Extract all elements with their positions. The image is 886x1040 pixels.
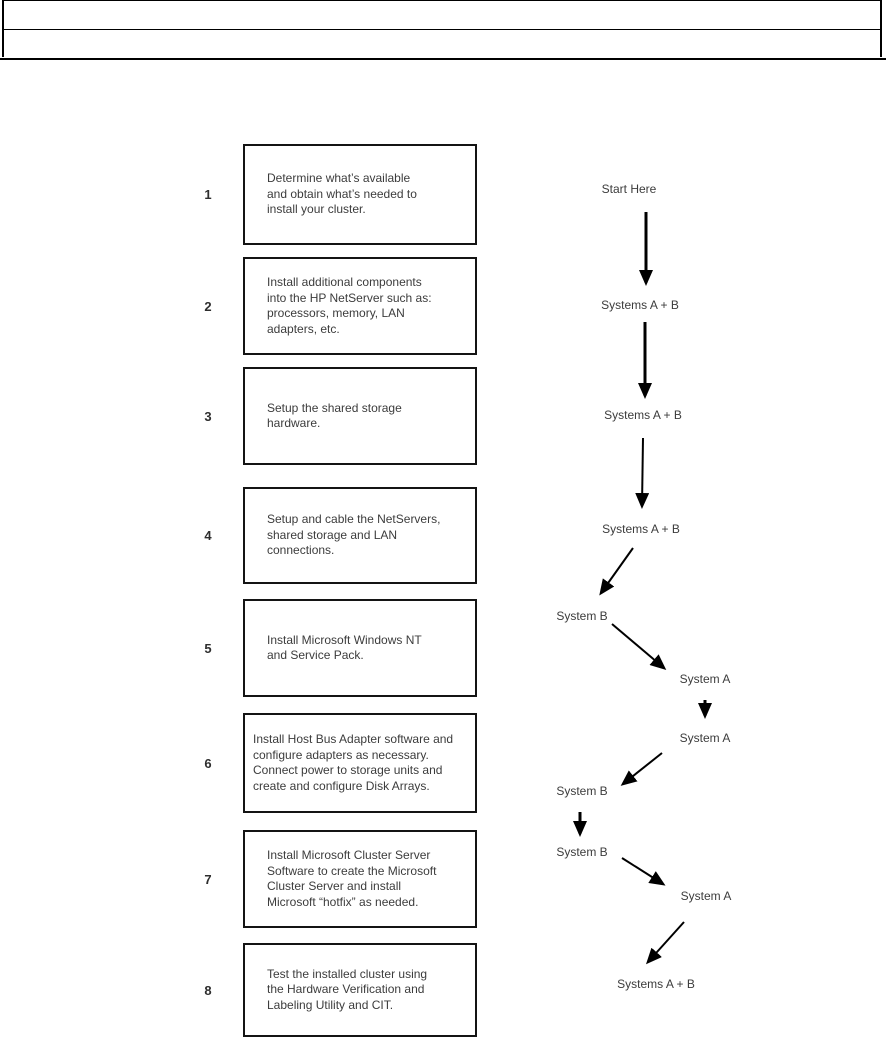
step-number: 5 (204, 640, 212, 656)
flow-node-system-a-2: System A (679, 731, 731, 745)
step-row: 6 Install Host Bus Adapter software and … (193, 713, 477, 813)
flow-node-systems-a-b-3: Systems A + B (602, 522, 680, 536)
step-row: 7 Install Microsoft Cluster Server Softw… (193, 830, 477, 928)
step-number: 6 (204, 755, 212, 771)
flow-arrow-b3-to-a3 (621, 857, 666, 886)
step-number: 1 (204, 187, 212, 202)
step-row: 4 Setup and cable the NetServers, shared… (193, 487, 477, 584)
step-row: 8 Test the installed cluster using the H… (193, 943, 477, 1037)
step-number: 4 (204, 528, 212, 543)
flow-node-system-b-3: System B (556, 845, 608, 859)
step-text: Install Microsoft Cluster Server Softwar… (267, 848, 437, 909)
flow-node-system-a-3: System A (680, 889, 732, 903)
header-table (2, 0, 882, 57)
step-box: Install Microsoft Cluster Server Softwar… (243, 830, 477, 928)
step-box: Install additional components into the H… (243, 257, 477, 355)
step-box: Determine what’s available and obtain wh… (243, 144, 477, 245)
step-number: 8 (204, 982, 212, 998)
flow-arrow-ab2-to-ab3 (635, 437, 650, 509)
flow-arrow-a3-to-ab4 (645, 921, 685, 965)
step-number: 7 (204, 871, 212, 887)
flow-arrow-a2-to-b2 (620, 752, 663, 786)
flow-node-system-b-1: System B (556, 609, 608, 623)
step-number: 2 (204, 298, 212, 314)
header-row-divider (4, 29, 880, 30)
step-text: Determine what’s available and obtain wh… (267, 171, 417, 217)
header-bottom-rule (0, 58, 886, 60)
step-row: 2 Install additional components into the… (193, 257, 477, 355)
flow-node-system-b-2: System B (556, 784, 608, 798)
flow-node-systems-a-b-4: Systems A + B (617, 977, 695, 991)
step-box: Install Microsoft Windows NT and Service… (243, 599, 477, 697)
step-text: Setup the shared storage hardware. (267, 400, 402, 431)
step-text: Setup and cable the NetServers, shared s… (267, 512, 441, 558)
step-text: Test the installed cluster using the Har… (267, 966, 428, 1012)
step-box: Test the installed cluster using the Har… (243, 943, 477, 1037)
flow-node-system-a-1: System A (679, 672, 731, 686)
step-text: Install additional components into the H… (267, 275, 432, 336)
flow-node-systems-a-b-2: Systems A + B (604, 408, 682, 422)
step-row: 5 Install Microsoft Windows NT and Servi… (193, 599, 477, 697)
step-number: 3 (204, 408, 212, 424)
step-box: Install Host Bus Adapter software and co… (243, 713, 477, 813)
flow-node-start-here: Start Here (601, 182, 657, 196)
step-box: Setup and cable the NetServers, shared s… (243, 487, 477, 584)
step-box: Setup the shared storage hardware. (243, 367, 477, 465)
flow-node-systems-a-b-1: Systems A + B (601, 298, 679, 312)
flow-arrow-ab3-to-b1 (599, 547, 634, 596)
step-row: 3 Setup the shared storage hardware. (193, 367, 477, 465)
step-row: 1 Determine what’s available and obtain … (193, 144, 477, 245)
step-text: Install Host Bus Adapter software and co… (253, 732, 454, 793)
step-text: Install Microsoft Windows NT and Service… (267, 632, 422, 663)
flow-arrow-b1-to-a1 (611, 623, 667, 670)
